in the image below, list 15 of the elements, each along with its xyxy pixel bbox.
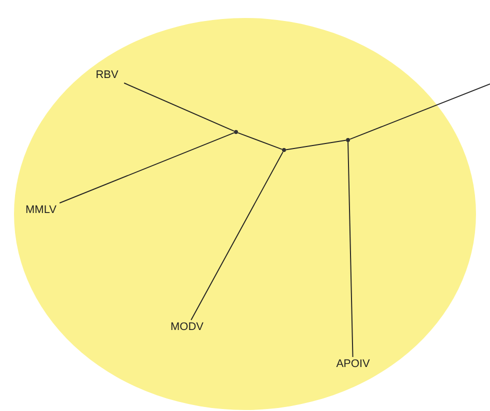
leaf-label: APOIV: [327, 357, 379, 372]
leaf-label: RBV: [86, 68, 128, 83]
branch-line: [59, 132, 234, 204]
branch-line: [286, 140, 346, 150]
branch-line: [190, 152, 284, 320]
branch-point: [346, 138, 350, 142]
leaf-label: MMLV: [20, 203, 62, 218]
leaf-label: MODV: [162, 320, 212, 335]
branch-point: [282, 148, 286, 152]
branch-point: [234, 130, 238, 134]
ellipse-background: [14, 18, 476, 410]
branch-line: [124, 82, 234, 132]
branch-line: [350, 84, 490, 140]
branch-line: [348, 142, 354, 358]
branch-line: [238, 132, 282, 150]
